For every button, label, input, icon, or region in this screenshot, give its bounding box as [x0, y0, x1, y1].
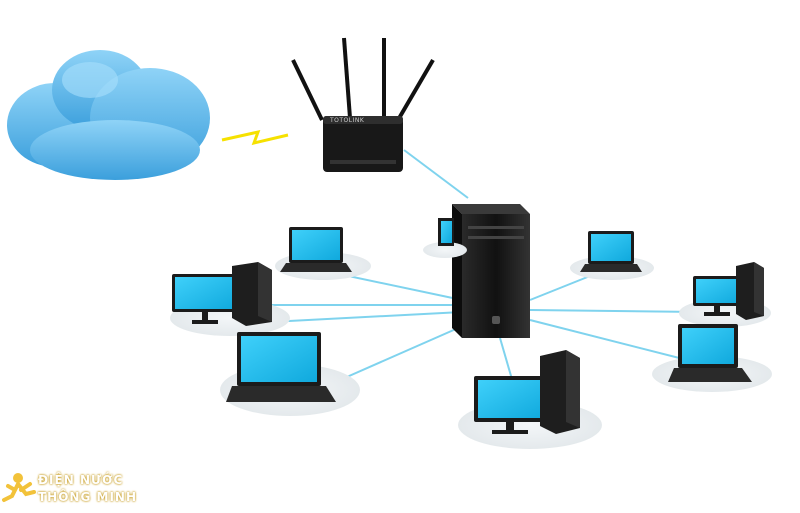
server-icon	[452, 204, 530, 338]
desktop-icon	[693, 262, 764, 320]
laptop-icon	[280, 227, 352, 272]
watermark: ĐIỆN NƯỚC THÔNG MINH	[4, 470, 144, 510]
desktop-icon	[474, 350, 580, 434]
watermark-line2: THÔNG MINH	[38, 490, 137, 504]
cloud-icon	[7, 50, 210, 180]
router-icon	[291, 37, 435, 172]
watermark-logo-icon	[2, 473, 36, 502]
laptop-icon	[668, 324, 752, 382]
watermark-text: ĐIỆN NƯỚC THÔNG MINH	[38, 472, 137, 506]
laptop-icon	[226, 332, 336, 402]
lightning-icon	[221, 129, 289, 146]
router-label: TOTOLINK	[330, 117, 365, 124]
watermark-line1: ĐIỆN NƯỚC	[38, 473, 124, 487]
laptop-icon	[580, 231, 642, 272]
laptop-icon	[438, 218, 454, 246]
desktop-icon	[172, 262, 272, 326]
network-links	[269, 149, 701, 401]
